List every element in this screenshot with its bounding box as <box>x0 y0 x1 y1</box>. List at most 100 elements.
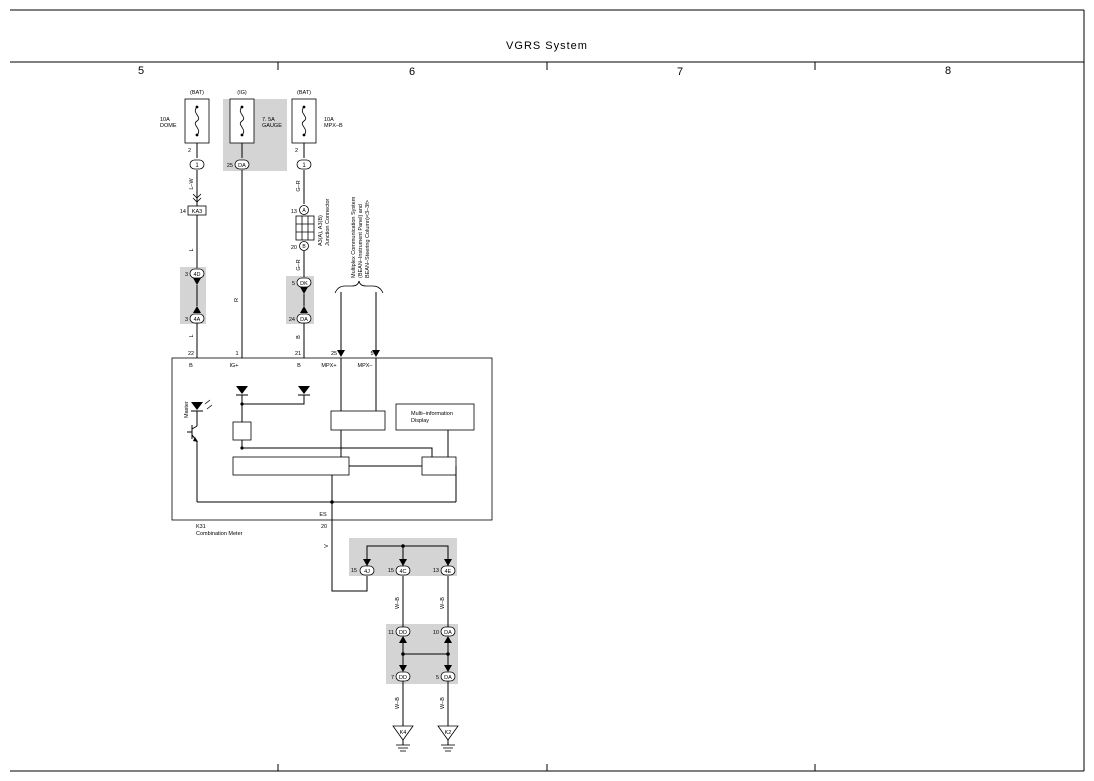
svg-text:4D: 4D <box>193 272 200 278</box>
svg-text:ES: ES <box>319 512 327 518</box>
svg-text:22: 22 <box>188 351 194 357</box>
meter-name: Combination Meter <box>196 531 243 537</box>
wire-color-labels: L–W L L R G–R G–R B V W–B W–B W–B W–B <box>189 178 446 709</box>
diagram-frame <box>10 9 1085 772</box>
svg-text:L: L <box>189 334 195 337</box>
svg-text:21: 21 <box>295 351 301 357</box>
connector-1-mpx: 2 1 <box>295 148 312 170</box>
svg-text:4E: 4E <box>445 569 452 575</box>
connector-ka3: 14 KA3 <box>180 193 207 216</box>
svg-text:15: 15 <box>388 568 394 574</box>
multi-information-display-label-2: Display <box>411 418 429 424</box>
ground-k4: K4 <box>392 725 414 752</box>
svg-text:DA: DA <box>238 163 246 169</box>
svg-text:(BAT): (BAT) <box>297 90 311 96</box>
system-title: VGRS System <box>506 40 588 52</box>
svg-text:G–R: G–R <box>296 259 302 270</box>
svg-text:13: 13 <box>291 209 297 215</box>
svg-text:B: B <box>296 335 302 339</box>
svg-text:W–B: W–B <box>395 697 401 709</box>
svg-text:7: 7 <box>391 675 394 681</box>
multi-information-display-label: Multi–information <box>411 411 453 417</box>
svg-text:IG+: IG+ <box>229 363 238 369</box>
svg-text:DA: DA <box>444 675 452 681</box>
svg-text:1: 1 <box>195 163 199 169</box>
svg-text:10A: 10A <box>160 117 170 123</box>
svg-text:W–B: W–B <box>395 597 401 609</box>
fuse-dome: (BAT) 10A DOME <box>160 90 210 144</box>
svg-text:3: 3 <box>185 272 188 278</box>
svg-text:B: B <box>297 363 301 369</box>
svg-text:G–R: G–R <box>296 180 302 191</box>
svg-text:20: 20 <box>291 245 297 251</box>
ground-k2: K2 <box>437 725 459 752</box>
connector-1-dome: 2 1 <box>188 148 205 170</box>
svg-text:MPX–B: MPX–B <box>324 123 343 129</box>
svg-text:10: 10 <box>433 630 439 636</box>
column-number-8: 8 <box>945 65 951 77</box>
svg-text:B: B <box>189 363 193 369</box>
svg-text:(BAT): (BAT) <box>190 90 204 96</box>
connector-da-gauge: 25 DA <box>227 159 250 170</box>
svg-text:2: 2 <box>188 148 191 154</box>
svg-text:13: 13 <box>433 568 439 574</box>
svg-text:1: 1 <box>235 351 238 357</box>
svg-text:L: L <box>189 248 195 251</box>
svg-text:10A: 10A <box>324 117 334 123</box>
svg-text:GAUGE: GAUGE <box>262 123 282 129</box>
junction-connector-a3: 13 A 20 B <box>291 205 315 251</box>
junction-dd-da: 11 DD 10 DA 7 DD 5 DA <box>388 626 456 682</box>
mpx-bus-label-1: Multiplex Communication System <box>351 196 357 278</box>
mpx-bus-label-3: BEAN–Steering Column)<3–3f> <box>365 200 371 278</box>
svg-text:R: R <box>234 298 240 302</box>
junction-4j-4c-4e: 15 4J 15 4C 13 4E <box>351 544 456 576</box>
svg-text:DK: DK <box>300 281 308 287</box>
svg-text:A: A <box>302 208 306 214</box>
connector-dk-da: 5 DK 24 DA <box>289 277 312 324</box>
svg-text:MPX+: MPX+ <box>321 363 336 369</box>
connector-4d-4a: 3 4D 3 4A <box>185 268 205 324</box>
meter-code: K31 <box>196 524 206 530</box>
svg-text:DOME: DOME <box>160 123 177 129</box>
mpx-bus-label-2: (BEAN–Instrument Panel) and <box>358 204 364 278</box>
svg-text:14: 14 <box>180 209 186 215</box>
column-number-7: 7 <box>677 66 683 78</box>
svg-text:DD: DD <box>399 675 407 681</box>
svg-text:11: 11 <box>388 630 394 636</box>
svg-text:B: B <box>302 244 306 250</box>
column-number-5: 5 <box>138 65 144 77</box>
svg-text:15: 15 <box>351 568 357 574</box>
svg-text:3: 3 <box>185 317 188 323</box>
svg-text:W–B: W–B <box>440 697 446 709</box>
svg-text:24: 24 <box>289 317 295 323</box>
svg-text:25: 25 <box>331 351 337 357</box>
svg-text:2: 2 <box>295 148 298 154</box>
svg-text:(IG): (IG) <box>237 90 247 96</box>
svg-text:V: V <box>324 544 330 548</box>
column-number-6: 6 <box>409 66 415 78</box>
svg-text:5: 5 <box>292 281 295 287</box>
svg-text:1: 1 <box>302 163 306 169</box>
svg-text:MPX–: MPX– <box>358 363 374 369</box>
svg-text:5: 5 <box>436 675 439 681</box>
svg-text:L–W: L–W <box>189 178 195 190</box>
svg-text:W–B: W–B <box>440 597 446 609</box>
svg-text:25: 25 <box>227 163 233 169</box>
svg-text:5: 5 <box>370 351 373 357</box>
mpx-bus-brace <box>334 280 384 294</box>
svg-text:Master: Master <box>184 401 190 418</box>
es-pin-number: 20 <box>321 524 327 530</box>
svg-text:DD: DD <box>399 630 407 636</box>
svg-text:K2: K2 <box>445 730 452 736</box>
svg-text:KA3: KA3 <box>192 209 202 215</box>
junction-connector-name: Junction Connector <box>325 198 331 246</box>
fuse-gauge: (IG) 7. 5A GAUGE <box>229 90 282 144</box>
svg-text:DA: DA <box>444 630 452 636</box>
svg-text:4C: 4C <box>399 569 406 575</box>
junction-connector-label: A3(A), A3(B) <box>318 215 324 246</box>
combination-meter: 22 1 21 25 5 B IG+ B MPX+ MPX– Master <box>171 350 493 521</box>
svg-text:7. 5A: 7. 5A <box>262 117 275 123</box>
fuse-mpx-b: (BAT) 10A MPX–B <box>291 90 343 144</box>
svg-text:DA: DA <box>300 317 308 323</box>
